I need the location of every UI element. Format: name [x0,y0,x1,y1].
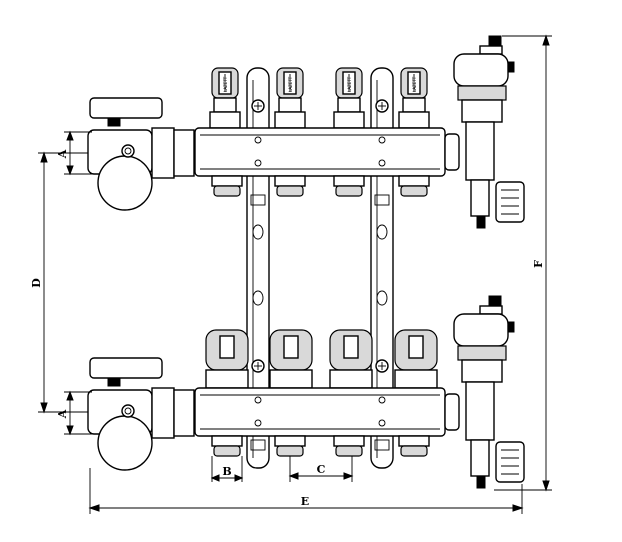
flowmeter-scale-mark: LAZETT [412,76,417,92]
dimension-b-label: B [222,465,231,478]
dimension-a-bottom-label: A [56,409,69,419]
flowmeter-scale-mark: LAZETT [347,76,352,92]
dimension-c-label: C [317,463,326,476]
flowmeter-4 [398,67,430,129]
air-vent-bottom [453,295,525,489]
flowmeter-scale-mark: LAZETT [288,76,293,92]
flowmeter-2 [274,67,306,129]
dimension-a-bottom: A [56,390,92,436]
air-vent-top [453,35,525,229]
flowmeter-3 [333,67,365,129]
dimension-f: F [494,34,552,492]
ball-valve-bottom [87,357,195,471]
dimension-f-label: F [532,260,545,268]
return-manifold-bottom [194,329,460,457]
dimension-c: C [288,456,354,482]
flowmeter-scale-mark: LAZETT [223,76,228,92]
dimension-e: E [88,468,524,514]
dimension-d-label: D [30,278,43,288]
dimension-d: D [30,151,88,414]
flowmeter-1 [209,67,241,129]
dimension-e-label: E [301,495,309,508]
dimension-a-top-label: A [56,149,69,159]
ball-valve-top [87,97,195,211]
dimension-b: B [210,456,244,482]
supply-manifold-top [194,67,460,197]
